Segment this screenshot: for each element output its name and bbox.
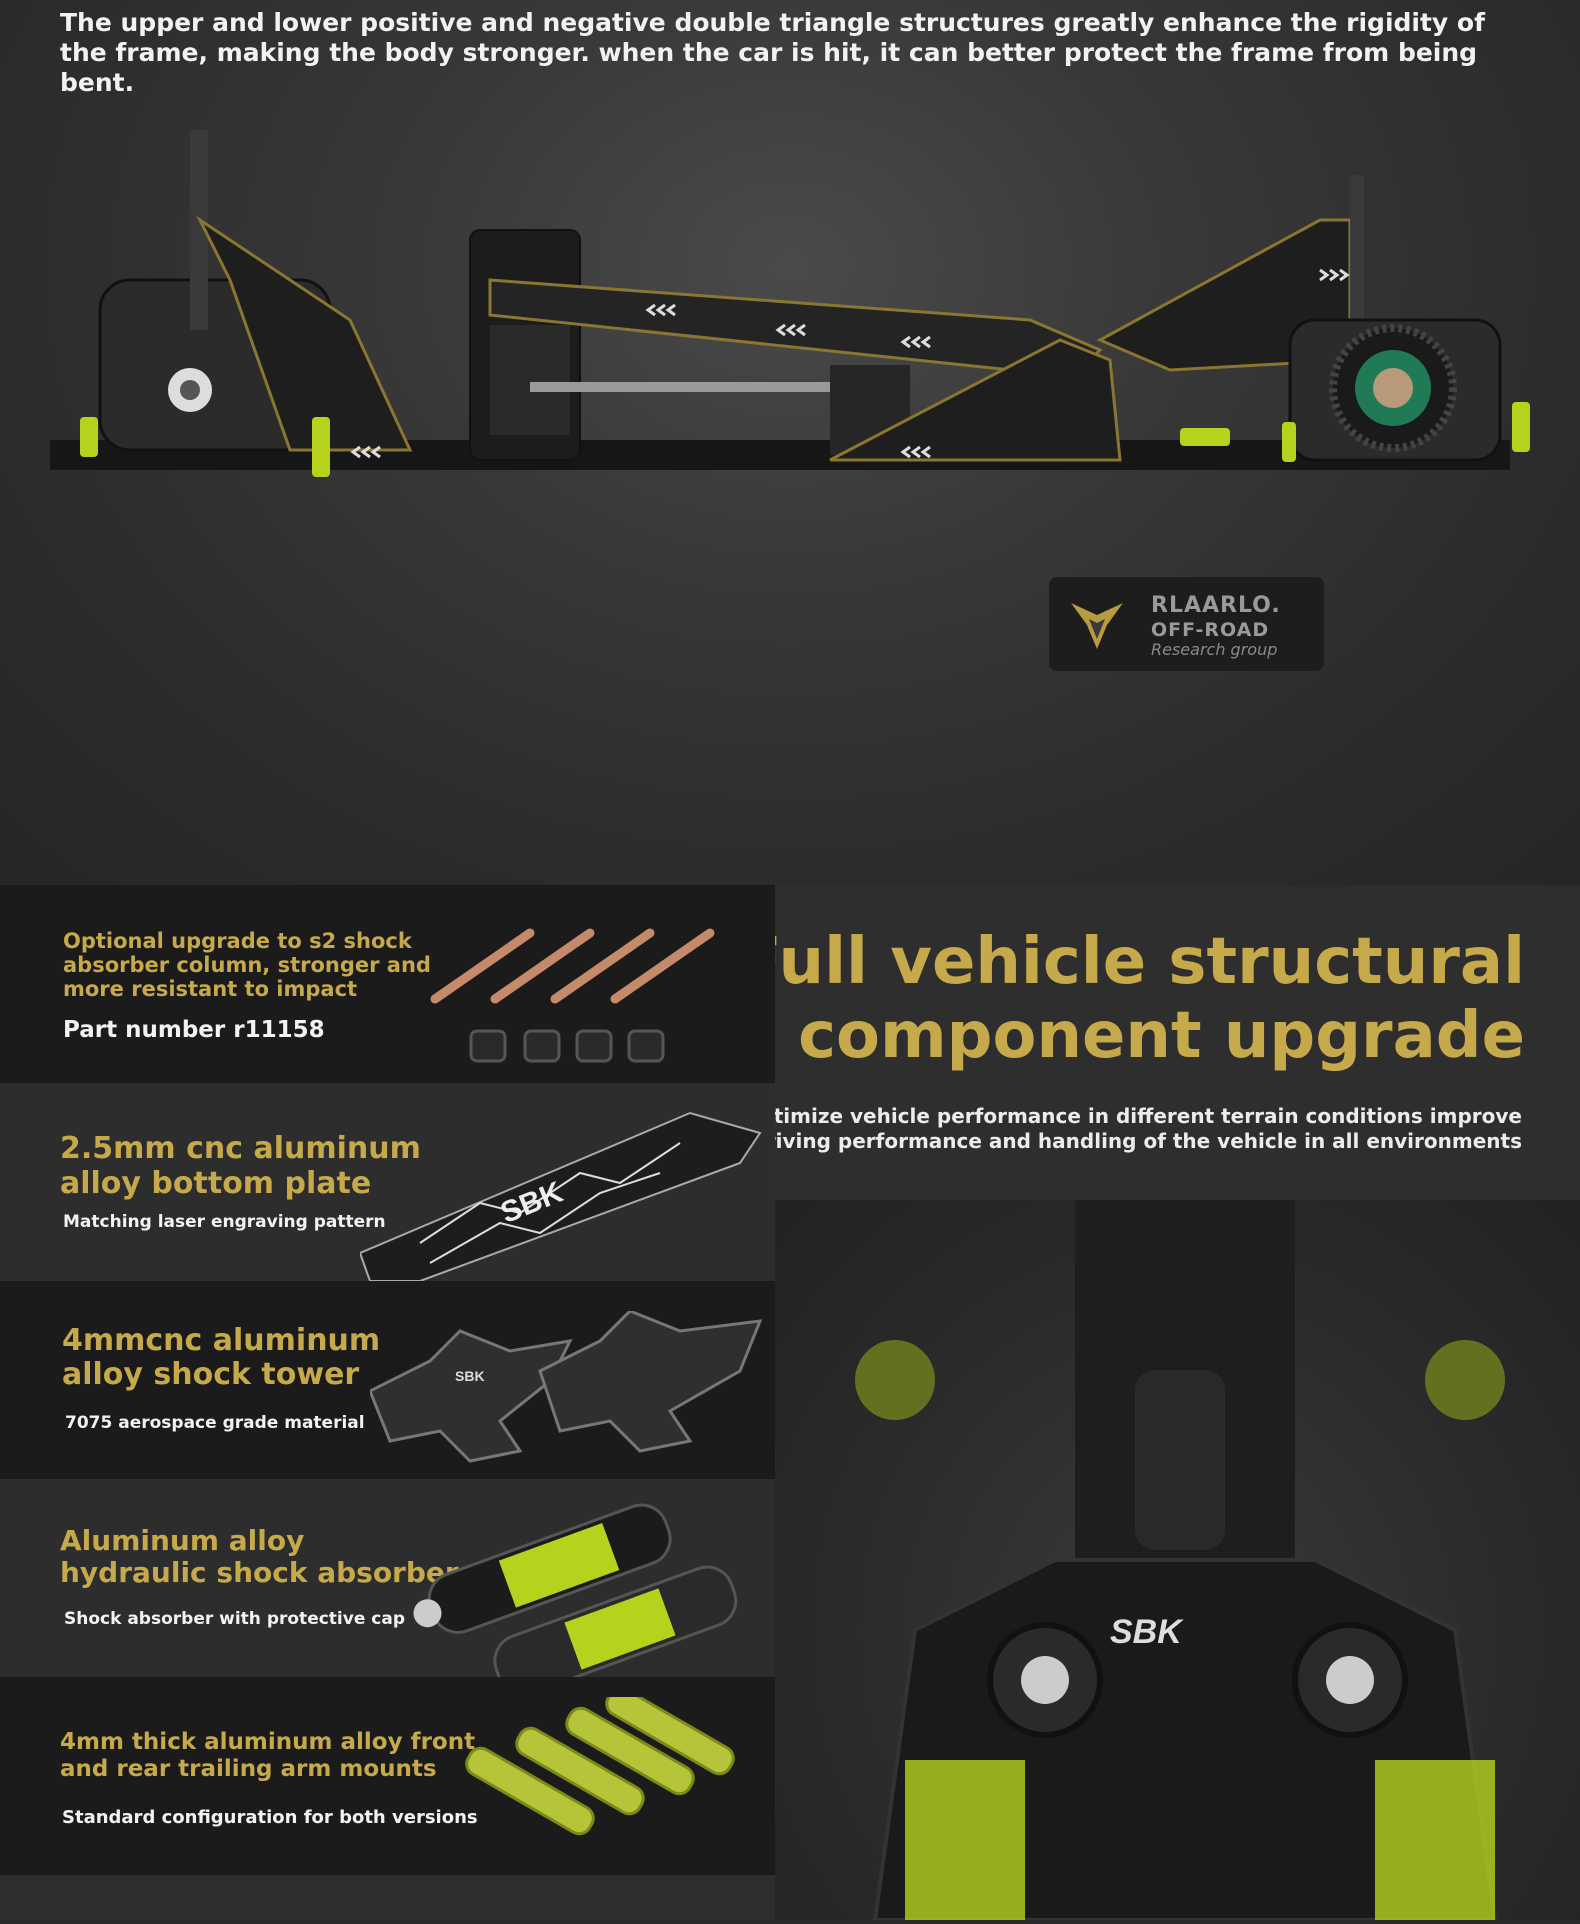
brand-mark-icon <box>1071 603 1123 649</box>
brand-logo: RLAARLO. OFF-ROAD Research group <box>1049 577 1324 671</box>
hero-headline: The upper and lower positive and negativ… <box>60 8 1485 97</box>
panel-4-detail: Shock absorber with protective cap <box>64 1609 405 1629</box>
vehicle-render: SBK <box>855 1200 1505 1922</box>
panel-5-detail: Standard configuration for both versions <box>62 1807 478 1828</box>
shock-columns-image <box>430 928 715 1063</box>
bottom-plate-image: SBK <box>360 1111 762 1281</box>
panel-5-title-line-2: and rear trailing arm mounts <box>60 1756 437 1782</box>
chassis-side-illustration <box>50 130 1530 477</box>
panel-5-title-line-1: 4mm thick aluminum alloy front <box>60 1729 476 1755</box>
vehicle-top-illustration: SBK <box>775 1200 1580 1922</box>
feature-title-line-2: component upgrade <box>798 999 1525 1073</box>
upgrade-panel-hydraulic-shock: Aluminum alloy hydraulic shock absorber … <box>0 1479 775 1677</box>
shock-tower-image: SBK <box>370 1311 763 1463</box>
panel-1-title: Optional upgrade to s2 shock absorber co… <box>63 929 431 1001</box>
feature-subtitle-line-2: driving performance and handling of the … <box>751 1129 1522 1153</box>
panel-1-title-line-1: Optional upgrade to s2 shock <box>63 929 412 953</box>
hero-section: The upper and lower positive and negativ… <box>0 0 1580 885</box>
logo-line-3: Research group <box>1151 640 1278 659</box>
upgrade-panel-trailing-arm-mounts: 4mm thick aluminum alloy front and rear … <box>0 1677 775 1875</box>
panel-5-title: 4mm thick aluminum alloy front and rear … <box>60 1729 475 1783</box>
feature-title: Full vehicle structural component upgrad… <box>738 925 1525 1073</box>
upgrade-panel-shock-columns: Optional upgrade to s2 shock absorber co… <box>0 885 775 1083</box>
upgrade-panel-bottom-plate: 2.5mm cnc aluminum alloy bottom plate Ma… <box>0 1083 775 1281</box>
panel-3-title-line-1: 4mmcnc aluminum <box>62 1323 381 1358</box>
feature-subtitle: Optimize vehicle performance in differen… <box>742 1104 1522 1154</box>
panel-4-title-line-2: hydraulic shock absorber <box>60 1556 459 1589</box>
trailing-arm-mounts-image <box>465 1697 735 1836</box>
panel-3-detail: 7075 aerospace grade material <box>65 1413 365 1433</box>
logo-line-2: OFF-ROAD <box>1151 619 1270 641</box>
svg-text:SBK: SBK <box>1110 1613 1184 1651</box>
panel-2-detail: Matching laser engraving pattern <box>63 1212 386 1232</box>
panel-2-title-line-2: alloy bottom plate <box>60 1166 372 1201</box>
panel-4-title-line-1: Aluminum alloy <box>60 1524 305 1557</box>
panel-1-title-line-2: absorber column, stronger and <box>63 953 431 977</box>
feature-subtitle-line-1: Optimize vehicle performance in differen… <box>742 1104 1522 1128</box>
hydraulic-shock-image <box>413 1503 738 1677</box>
feature-title-line-1: Full vehicle structural <box>737 925 1525 999</box>
logo-line-1: RLAARLO. <box>1151 593 1281 618</box>
panel-2-title-line-1: 2.5mm cnc aluminum <box>60 1131 421 1166</box>
panel-3-title-line-2: alloy shock tower <box>62 1357 360 1392</box>
upgrade-panel-shock-tower: 4mmcnc aluminum alloy shock tower 7075 a… <box>0 1281 775 1479</box>
panel-1-title-line-3: more resistant to impact <box>63 977 358 1001</box>
panel-2-title: 2.5mm cnc aluminum alloy bottom plate <box>60 1131 421 1201</box>
panel-1-detail: Part number r11158 <box>63 1017 325 1043</box>
panel-4-title: Aluminum alloy hydraulic shock absorber <box>60 1525 459 1589</box>
panel-3-title: 4mmcnc aluminum alloy shock tower <box>62 1324 380 1392</box>
svg-text:SBK: SBK <box>455 1368 485 1384</box>
